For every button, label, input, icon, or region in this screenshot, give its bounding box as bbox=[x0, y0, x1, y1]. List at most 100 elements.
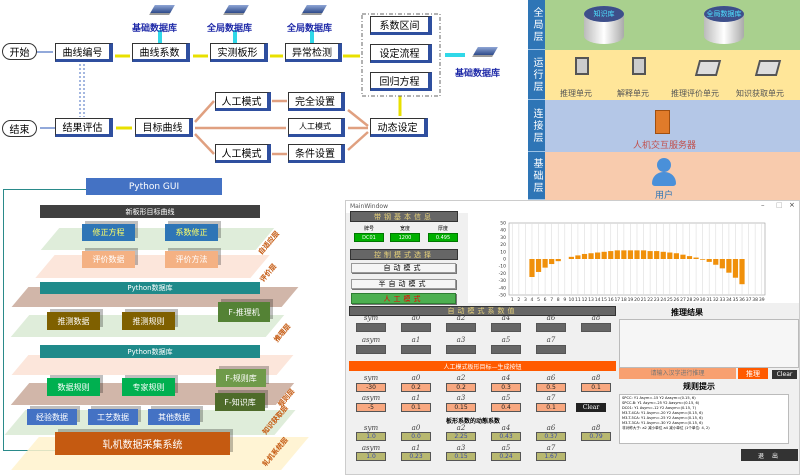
x-tick-label: 14 bbox=[595, 297, 601, 303]
y-tick-label: 50 bbox=[500, 221, 506, 227]
coef-label: a7 bbox=[546, 336, 556, 344]
coef-field[interactable]: 0.0 bbox=[401, 432, 431, 441]
bar bbox=[608, 251, 614, 259]
manual-generate-bar[interactable]: 人工模式板形目标—生成按钮 bbox=[349, 361, 616, 371]
coef-field[interactable]: 0.23 bbox=[401, 452, 431, 461]
coef-field[interactable]: 0.15 bbox=[446, 452, 476, 461]
x-tick-label: 19 bbox=[628, 297, 634, 303]
coef-field[interactable]: 0.4 bbox=[491, 403, 521, 412]
coef-field[interactable]: 0.2 bbox=[446, 383, 476, 392]
coef-field[interactable] bbox=[446, 345, 476, 354]
bar bbox=[700, 259, 706, 260]
coef-field[interactable] bbox=[356, 345, 386, 354]
coef-field[interactable]: 0.43 bbox=[491, 432, 521, 441]
x-tick-label: 4 bbox=[531, 297, 534, 303]
coef-field[interactable] bbox=[401, 345, 431, 354]
coef-field[interactable]: 0.24 bbox=[491, 452, 521, 461]
manual-mode-button[interactable]: 人工模式 bbox=[351, 293, 456, 304]
coef-label: a7 bbox=[546, 394, 556, 402]
semi-auto-mode-button[interactable]: 半自动模式 bbox=[351, 279, 456, 289]
coef-field[interactable] bbox=[581, 323, 611, 332]
hint-textarea[interactable]: SPCC: Y1 Asym=-15 Y2 Aasym=(0.15, 6)SPCC… bbox=[619, 394, 789, 444]
coef-label: a5 bbox=[501, 394, 511, 402]
clear-result-button[interactable]: Clear bbox=[772, 370, 797, 379]
coef-label: a4 bbox=[501, 314, 511, 322]
coef-field[interactable] bbox=[401, 323, 431, 332]
hint-line: SPCC-B: Y1 Asym=-25 Y2 Aasym=(0.15, 6) bbox=[622, 401, 700, 405]
bar bbox=[680, 254, 686, 259]
auto-mode-button[interactable]: 自动模式 bbox=[351, 263, 456, 273]
coef-label: asym bbox=[361, 394, 381, 402]
coef-field[interactable] bbox=[446, 323, 476, 332]
y-tick-label: -50 bbox=[499, 293, 506, 299]
bar bbox=[575, 255, 581, 259]
maximize-button[interactable]: □ bbox=[776, 201, 783, 209]
coef-field[interactable]: 2.25 bbox=[446, 432, 476, 441]
strip-info-header: 带钢基本信息 bbox=[350, 211, 458, 222]
x-tick-label: 27 bbox=[680, 297, 686, 303]
coef-field[interactable]: 0.79 bbox=[581, 432, 611, 441]
python-database-bar: Python数据库 bbox=[40, 345, 260, 358]
arch-box: F-推理机 bbox=[218, 302, 270, 322]
close-button[interactable]: × bbox=[789, 201, 795, 209]
coef-field[interactable]: 0.3 bbox=[491, 383, 521, 392]
start-node: 开始 bbox=[2, 43, 37, 60]
result-textarea[interactable] bbox=[619, 319, 799, 368]
coef-field[interactable]: -5 bbox=[356, 403, 386, 412]
coef-field[interactable]: 0.37 bbox=[536, 432, 566, 441]
coef-label: a8 bbox=[591, 424, 601, 432]
hint-line: 非对称大于: a2 减小单位 a4 减小单位 (1个单位: 4, 2) bbox=[622, 426, 710, 430]
arch-box: 数据规则 bbox=[47, 378, 100, 396]
bar bbox=[595, 252, 601, 259]
x-tick-label: 17 bbox=[614, 297, 620, 303]
hint-line: M3-T-5CA: Y1 Asym=-25 Y2 Aasym=(0.15, 6) bbox=[622, 416, 703, 420]
coef-label: a6 bbox=[546, 424, 556, 432]
x-tick-label: 18 bbox=[621, 297, 627, 303]
bar bbox=[555, 259, 561, 262]
x-tick-label: 23 bbox=[654, 297, 660, 303]
coef-field[interactable]: 1.67 bbox=[536, 452, 566, 461]
database-label: 基础数据库 bbox=[132, 24, 178, 34]
coef-field[interactable] bbox=[536, 323, 566, 332]
coef-label: a6 bbox=[546, 314, 556, 322]
server-icon bbox=[655, 110, 670, 134]
x-tick-label: 29 bbox=[693, 297, 699, 303]
coef-field[interactable]: 1.0 bbox=[356, 452, 386, 461]
clear-button[interactable]: Clear bbox=[576, 403, 606, 412]
inference-input[interactable] bbox=[619, 368, 736, 379]
x-tick-label: 22 bbox=[647, 297, 653, 303]
unit-label: 推理单元 bbox=[560, 89, 592, 98]
coef-label: a6 bbox=[546, 374, 556, 382]
coef-label: a1 bbox=[411, 336, 421, 344]
coef-field[interactable] bbox=[491, 323, 521, 332]
coef-field[interactable] bbox=[356, 323, 386, 332]
minimize-button[interactable]: – bbox=[761, 201, 765, 209]
coef-field[interactable]: 0.1 bbox=[536, 403, 566, 412]
x-tick-label: 26 bbox=[674, 297, 680, 303]
coef-field[interactable]: 0.15 bbox=[446, 403, 476, 412]
bar bbox=[667, 252, 673, 259]
coef-field[interactable]: 0.5 bbox=[536, 383, 566, 392]
coef-field[interactable] bbox=[491, 345, 521, 354]
x-tick-label: 12 bbox=[582, 297, 588, 303]
x-tick-label: 28 bbox=[687, 297, 693, 303]
coef-field[interactable]: 0.1 bbox=[581, 383, 611, 392]
infer-button[interactable]: 推理 bbox=[738, 368, 768, 379]
arch-box: 评价数据 bbox=[82, 251, 135, 268]
x-tick-label: 32 bbox=[713, 297, 719, 303]
flow-box: 系数区间 bbox=[370, 16, 432, 35]
info-value: 1200 bbox=[390, 233, 420, 242]
coef-label: a4 bbox=[501, 424, 511, 432]
coef-field[interactable]: 0.2 bbox=[401, 383, 431, 392]
coef-label: a2 bbox=[456, 374, 466, 382]
coef-field[interactable]: 1.0 bbox=[356, 432, 386, 441]
arch-box: 经验数据 bbox=[27, 409, 77, 425]
exit-button[interactable]: 退 出 bbox=[741, 449, 798, 461]
coef-field[interactable]: 0.1 bbox=[401, 403, 431, 412]
bar bbox=[542, 259, 548, 268]
coef-field[interactable] bbox=[536, 345, 566, 354]
coef-field[interactable]: -30 bbox=[356, 383, 386, 392]
bar bbox=[719, 259, 725, 269]
x-tick-label: 30 bbox=[700, 297, 706, 303]
x-tick-label: 37 bbox=[746, 297, 752, 303]
